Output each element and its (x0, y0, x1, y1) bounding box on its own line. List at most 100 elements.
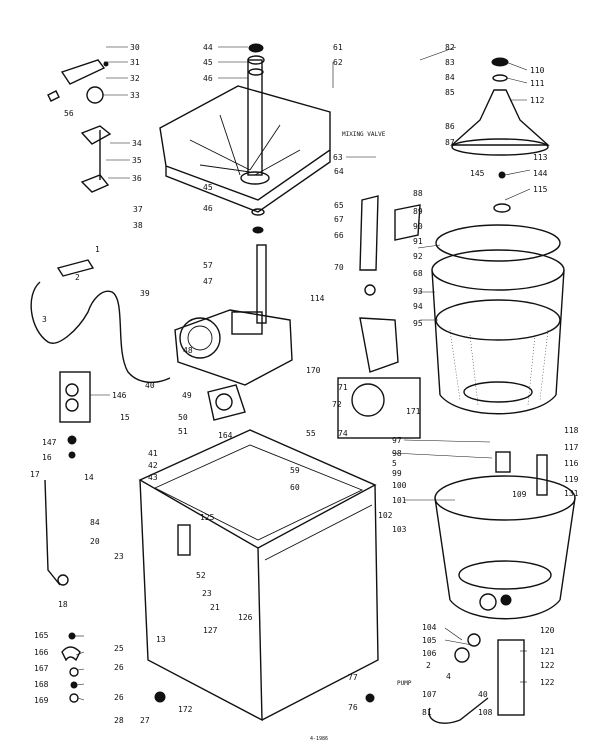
callout-34: 34 (132, 139, 142, 148)
callout-122: 122 (540, 661, 555, 670)
callout-30: 30 (130, 43, 140, 52)
drain-hose (428, 633, 525, 724)
callout-56: 56 (64, 109, 74, 118)
callout-76: 76 (348, 703, 358, 712)
callout-168: 168 (34, 680, 49, 689)
callout-20: 20 (90, 537, 100, 546)
callout-63: 63 (333, 153, 343, 162)
callout-90: 90 (413, 222, 423, 231)
callout-84: 84 (445, 73, 455, 82)
callout-84-lower: 84 (90, 518, 100, 527)
callout-108: 108 (478, 708, 493, 717)
callout-167: 167 (34, 664, 49, 673)
callout-169: 169 (34, 696, 49, 705)
callout-49: 49 (182, 391, 192, 400)
bracket-assembly (47, 59, 112, 193)
callout-165: 165 (34, 631, 49, 640)
callout-40-lower: 40 (478, 690, 488, 699)
hardware-column (61, 632, 81, 703)
callout-145: 145 (470, 169, 485, 178)
callout-31: 31 (130, 58, 140, 67)
callout-97: 97 (392, 436, 402, 445)
callout-21: 21 (210, 603, 220, 612)
mixing-valve-tag: MIXING VALVE (342, 131, 386, 138)
callout-74: 74 (338, 429, 348, 438)
callout-85: 85 (445, 88, 455, 97)
callout-44: 44 (203, 43, 213, 52)
callout-32: 32 (130, 74, 140, 83)
callout-26: 26 (114, 663, 124, 672)
callout-116: 116 (564, 459, 579, 468)
callout-94: 94 (413, 302, 423, 311)
transmission-top-plate (159, 43, 331, 234)
callout-88: 88 (413, 189, 423, 198)
callout-39: 39 (140, 289, 150, 298)
callout-95: 95 (413, 319, 423, 328)
callout-172: 172 (178, 705, 193, 714)
callout-171: 171 (406, 407, 421, 416)
callout-102: 102 (378, 511, 393, 520)
callout-2-lower: 2 (426, 661, 431, 670)
callout-127: 127 (203, 626, 218, 635)
callout-87: 87 (445, 138, 455, 147)
callout-64: 64 (334, 167, 344, 176)
callout-81: 81 (422, 708, 432, 717)
callout-107: 107 (422, 690, 437, 699)
callout-98: 98 (392, 449, 402, 458)
callout-17: 17 (30, 470, 40, 479)
callout-28: 28 (114, 716, 124, 725)
callout-111: 111 (530, 79, 545, 88)
callout-52: 52 (196, 571, 206, 580)
callout-3: 3 (42, 315, 47, 324)
callout-57: 57 (203, 261, 213, 270)
pump-tag: PUMP (397, 680, 412, 687)
callout-100: 100 (392, 481, 407, 490)
callout-50: 50 (178, 413, 188, 422)
callout-40: 40 (145, 381, 155, 390)
callout-23: 23 (114, 552, 124, 561)
callout-122-lower: 122 (540, 678, 555, 687)
callout-37: 37 (133, 205, 143, 214)
leader-lines (75, 46, 531, 701)
cabinet (138, 429, 379, 722)
callout-144: 144 (533, 169, 548, 178)
callout-23-lower: 23 (202, 589, 212, 598)
pump-motor (337, 195, 421, 439)
callout-103: 103 (392, 525, 407, 534)
callout-65: 65 (334, 201, 344, 210)
callout-36: 36 (132, 174, 142, 183)
callout-55: 55 (306, 429, 316, 438)
callout-121: 121 (540, 647, 555, 656)
callout-27: 27 (140, 716, 150, 725)
callout-13: 13 (156, 635, 166, 644)
callout-93: 93 (413, 287, 423, 296)
callout-106: 106 (422, 649, 437, 658)
callout-46-lower: 46 (203, 204, 213, 213)
callout-47: 47 (203, 277, 213, 286)
callout-25: 25 (114, 644, 124, 653)
callout-59: 59 (290, 466, 300, 475)
callout-41: 41 (148, 449, 158, 458)
callout-61: 61 (333, 43, 343, 52)
callout-5: 5 (392, 459, 397, 468)
callout-83: 83 (445, 58, 455, 67)
gearcase-assembly (174, 244, 293, 421)
callout-101: 101 (392, 496, 407, 505)
callout-104: 104 (422, 623, 437, 632)
callout-164: 164 (218, 431, 233, 440)
callout-14: 14 (84, 473, 94, 482)
callout-16: 16 (42, 453, 52, 462)
callout-67: 67 (334, 215, 344, 224)
callout-131: 131 (564, 489, 579, 498)
callout-46: 46 (203, 74, 213, 83)
callout-113: 113 (533, 153, 548, 162)
drawing-code: 4-1986 (310, 736, 328, 742)
callout-112: 112 (530, 96, 545, 105)
callout-115: 115 (533, 185, 548, 194)
callout-51: 51 (178, 427, 188, 436)
callout-92: 92 (413, 252, 423, 261)
callout-43: 43 (148, 473, 158, 482)
callout-118: 118 (564, 426, 579, 435)
callout-35: 35 (132, 156, 142, 165)
callout-110: 110 (530, 66, 545, 75)
